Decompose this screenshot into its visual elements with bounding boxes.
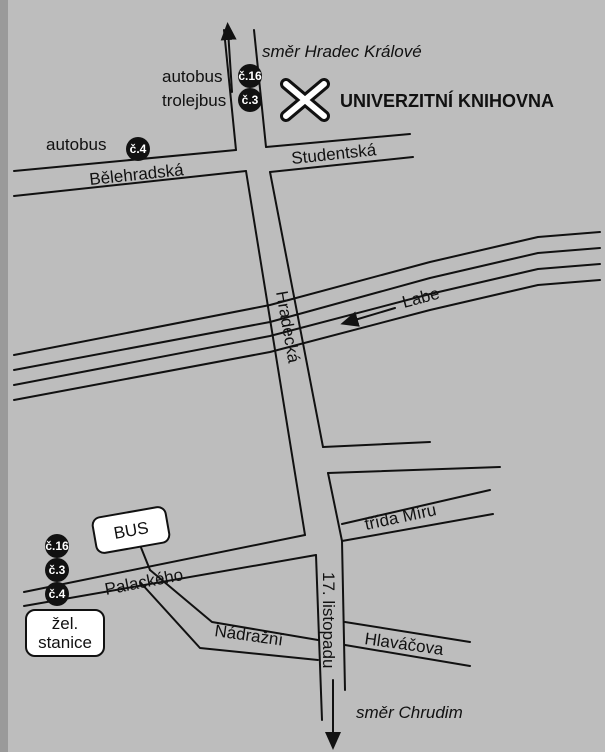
station-line-4-badge: č.4 [45,582,69,606]
svg-text:č.16: č.16 [238,69,262,83]
road-hradecka-east-edge-upper [269,171,324,448]
road-hradecka-east-edge-lower [327,472,343,542]
river-flow-arrow [340,307,396,327]
river-labe-line-4 [13,279,601,401]
road-belehradska-bottom [13,170,247,197]
street-label-17-listopadu: 17. listopadu [319,572,338,668]
road-hradecka-west-edge [245,170,306,536]
line-4-badge: č.4 [126,137,150,161]
road-studentska-bottom [269,156,414,173]
svg-text:č.3: č.3 [49,563,66,577]
road-hlavacova-top [344,621,471,643]
road-bus-connector [139,544,151,571]
road-nadrazni-top [149,569,319,641]
road-17-listopadu-east-edge [341,540,346,691]
station-line-16-badge: č.16 [45,534,69,558]
svg-text:č.16: č.16 [45,539,69,553]
river-labe-line-3 [13,263,601,386]
frame-edge [0,0,8,752]
destination-south-label: směr Chrudim [356,703,463,722]
road-belehradska-top [13,149,237,172]
river-labe-line-1 [13,231,601,356]
road-hlavacova-bottom [344,644,471,667]
line-3-badge: č.3 [238,88,262,112]
svg-text:č.4: č.4 [130,142,147,156]
library-label: UNIVERZITNÍ KNIHOVNA [340,90,554,111]
north-arrow [220,22,237,93]
road-nadrazni-bottom [139,581,319,661]
x-marker-icon [280,78,330,122]
road-hradecka-north-west-edge [223,29,237,151]
road-palackeho-bottom [23,554,317,607]
svg-text:žel.: žel. [52,614,78,633]
line-16-badge: č.16 [238,64,262,88]
road-side-branch-1 [322,441,431,448]
road-trida-miru-top [341,489,491,525]
road-17-listopadu-west-edge [315,554,323,721]
road-trida-miru-bottom [341,513,494,542]
road-palackeho-top [23,534,306,593]
road-side-branch-2 [327,466,501,474]
road-hradecka-north-east-edge [253,29,267,148]
west-bus-label: autobus [46,135,107,154]
train-station-box: žel. stanice [25,609,105,657]
bus-station-box: BUS [91,506,171,554]
north-trolley-label: trolejbus [162,91,226,110]
road-studentska-top [265,133,411,148]
north-bus-label: autobus [162,67,223,86]
destination-north-label: směr Hradec Králové [262,42,422,61]
svg-text:č.3: č.3 [242,93,259,107]
river-labe-line-2 [13,247,601,371]
svg-text:č.4: č.4 [49,587,66,601]
svg-text:stanice: stanice [38,633,92,652]
station-line-3-badge: č.3 [45,558,69,582]
